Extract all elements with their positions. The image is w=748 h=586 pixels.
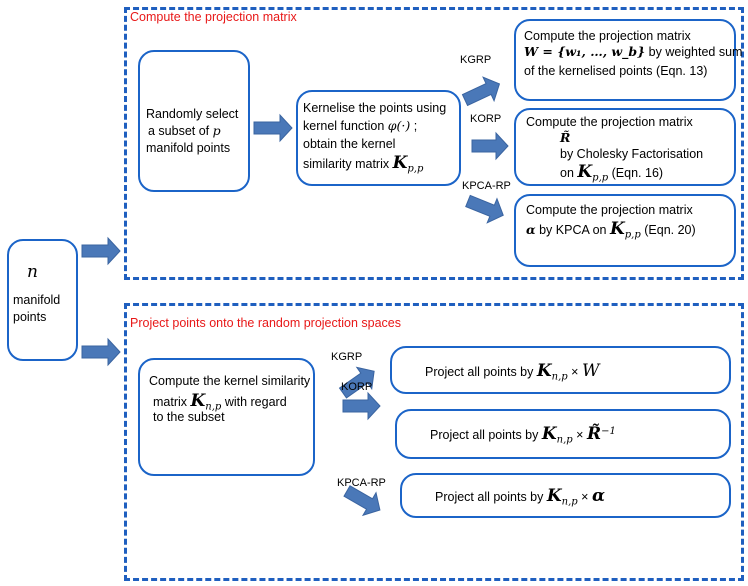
project-korp-text: Project all points by Kn,p × R̃−1: [430, 424, 616, 446]
korp-line3: by Cholesky Factorisation: [560, 147, 704, 161]
kgrp-line2: W = {w₁, …, w_b} by weighted sum: [524, 44, 743, 59]
kpca-projection-box: Compute the projection matrix α by KPCA …: [514, 194, 736, 267]
label-kpcarp-top: KPCA-RP: [462, 180, 511, 192]
kgrp-line3: of the kernelised points (Eqn. 13): [524, 64, 708, 78]
label-korp-top: KORP: [470, 113, 502, 125]
input-line1: manifold: [13, 293, 61, 307]
random-select-line1: Randomly select: [146, 107, 239, 121]
project-kgrp-text: Project all points by Kn,p × W: [425, 361, 600, 383]
random-select-line3: manifold points: [146, 141, 231, 155]
kernel-sim-line1: Compute the kernel similarity: [149, 374, 311, 388]
bottom-panel: [124, 303, 744, 581]
arrow-left-to-bottom: [81, 337, 121, 367]
arrow-left-to-top: [81, 236, 121, 266]
top-panel-title: Compute the projection matrix: [130, 10, 297, 24]
kernelise-line3: obtain the kernel: [303, 137, 396, 151]
kernelise-line1: Kernelise the points using: [303, 101, 447, 115]
kernel-similarity-box: Compute the kernel similarity matrix Kn,…: [138, 358, 315, 476]
korp-line4: on Kp,p (Eqn. 16): [560, 162, 664, 184]
kernelise-line2: kernel function φ(·) ;: [303, 118, 418, 133]
project-korp-box: Project all points by Kn,p × R̃−1: [395, 409, 731, 459]
project-kpca-box: Project all points by Kn,p × α: [400, 473, 731, 518]
random-select-box: Randomly select a subset of p manifold p…: [138, 50, 250, 192]
kgrp-line1: Compute the projection matrix: [524, 29, 691, 43]
korp-line1: Compute the projection matrix: [526, 115, 693, 129]
kpca-line1: Compute the projection matrix: [526, 203, 693, 217]
top-panel: [124, 7, 744, 280]
kernelise-box: Kernelise the points using kernel functi…: [296, 90, 461, 186]
label-korp-bottom: KORP: [341, 381, 373, 393]
kernelise-line4: similarity matrix Kp,p: [303, 153, 424, 175]
kpca-line2: α by KPCA on Kp,p (Eqn. 20): [526, 219, 696, 241]
kernel-sim-line3: to the subset: [153, 410, 225, 424]
input-points-box: n manifold points: [7, 239, 78, 361]
kgrp-projection-box: Compute the projection matrix W = {w₁, ……: [514, 19, 742, 101]
label-kgrp-bottom: KGRP: [331, 351, 363, 363]
project-kpca-text: Project all points by Kn,p × α: [435, 486, 606, 508]
label-kgrp-top: KGRP: [460, 54, 492, 66]
random-select-line2: a subset of p: [148, 123, 221, 138]
n-variable: n: [27, 262, 38, 282]
project-kgrp-box: Project all points by Kn,p × W: [390, 346, 731, 394]
korp-line2: R̃: [560, 130, 571, 145]
input-line2: points: [13, 310, 47, 324]
label-kpcarp-bottom: KPCA-RP: [337, 477, 386, 489]
bottom-panel-title: Project points onto the random projectio…: [130, 316, 401, 330]
korp-projection-box: Compute the projection matrix R̃ by Chol…: [514, 108, 736, 186]
kernel-sim-line2: matrix Kn,p with regard: [153, 391, 287, 413]
